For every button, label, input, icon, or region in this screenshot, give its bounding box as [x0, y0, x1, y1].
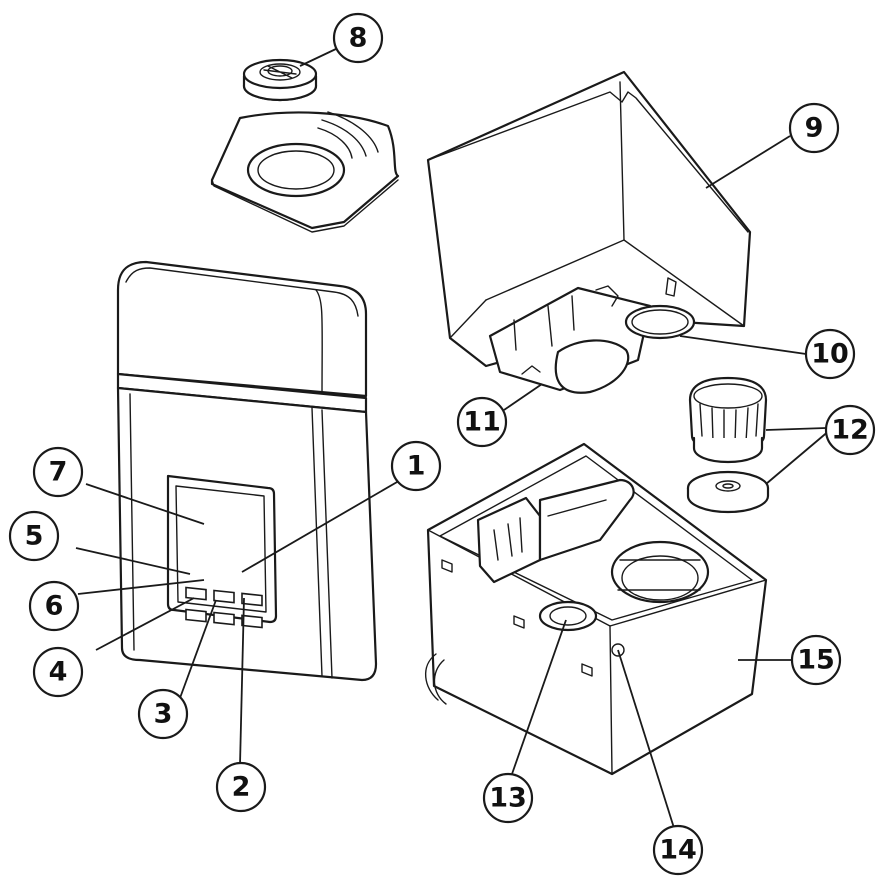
button-4[interactable] — [185, 608, 207, 623]
callout-4: 4 — [32, 646, 84, 698]
button-2[interactable] — [241, 614, 263, 629]
part-tank-shell — [426, 70, 752, 394]
callout-8-label: 8 — [349, 23, 368, 54]
button-6[interactable] — [213, 589, 235, 604]
callout-5-label: 5 — [25, 521, 44, 552]
callout-6: 6 — [28, 580, 80, 632]
callout-7: 7 — [32, 446, 84, 498]
button-5[interactable] — [185, 586, 207, 601]
part-filter-cartridge — [686, 376, 770, 514]
callout-15-label: 15 — [797, 645, 835, 676]
part-top-cap — [242, 58, 318, 102]
button-1[interactable] — [241, 592, 263, 607]
callout-11-label: 11 — [463, 407, 501, 438]
callout-2: 2 — [215, 761, 267, 813]
callout-10-label: 10 — [811, 339, 849, 370]
callout-4-label: 4 — [49, 657, 68, 688]
callout-14-label: 14 — [659, 835, 697, 866]
callout-7-label: 7 — [49, 457, 68, 488]
callout-3-label: 3 — [154, 699, 173, 730]
callout-6-label: 6 — [45, 591, 64, 622]
part-base-housing — [425, 442, 768, 776]
leader-lines — [75, 47, 831, 829]
callout-1: 1 — [390, 440, 442, 492]
callout-13: 13 — [482, 772, 534, 824]
callout-14: 14 — [652, 824, 704, 876]
callout-8: 8 — [332, 12, 384, 64]
part-water-tank-front — [116, 260, 378, 682]
callout-12: 12 — [824, 404, 876, 456]
callout-1-label: 1 — [407, 451, 426, 482]
callout-10: 10 — [804, 328, 856, 380]
callout-5: 5 — [8, 510, 60, 562]
button-3[interactable] — [213, 611, 235, 626]
part-mist-nozzle-plate — [210, 111, 400, 233]
callout-9-label: 9 — [805, 113, 824, 144]
callout-9: 9 — [788, 102, 840, 154]
callout-15: 15 — [790, 634, 842, 686]
callout-13-label: 13 — [489, 783, 527, 814]
callout-11: 11 — [456, 396, 508, 448]
callout-12-label: 12 — [831, 415, 869, 446]
callout-2-label: 2 — [232, 772, 251, 803]
callout-3: 3 — [137, 688, 189, 740]
